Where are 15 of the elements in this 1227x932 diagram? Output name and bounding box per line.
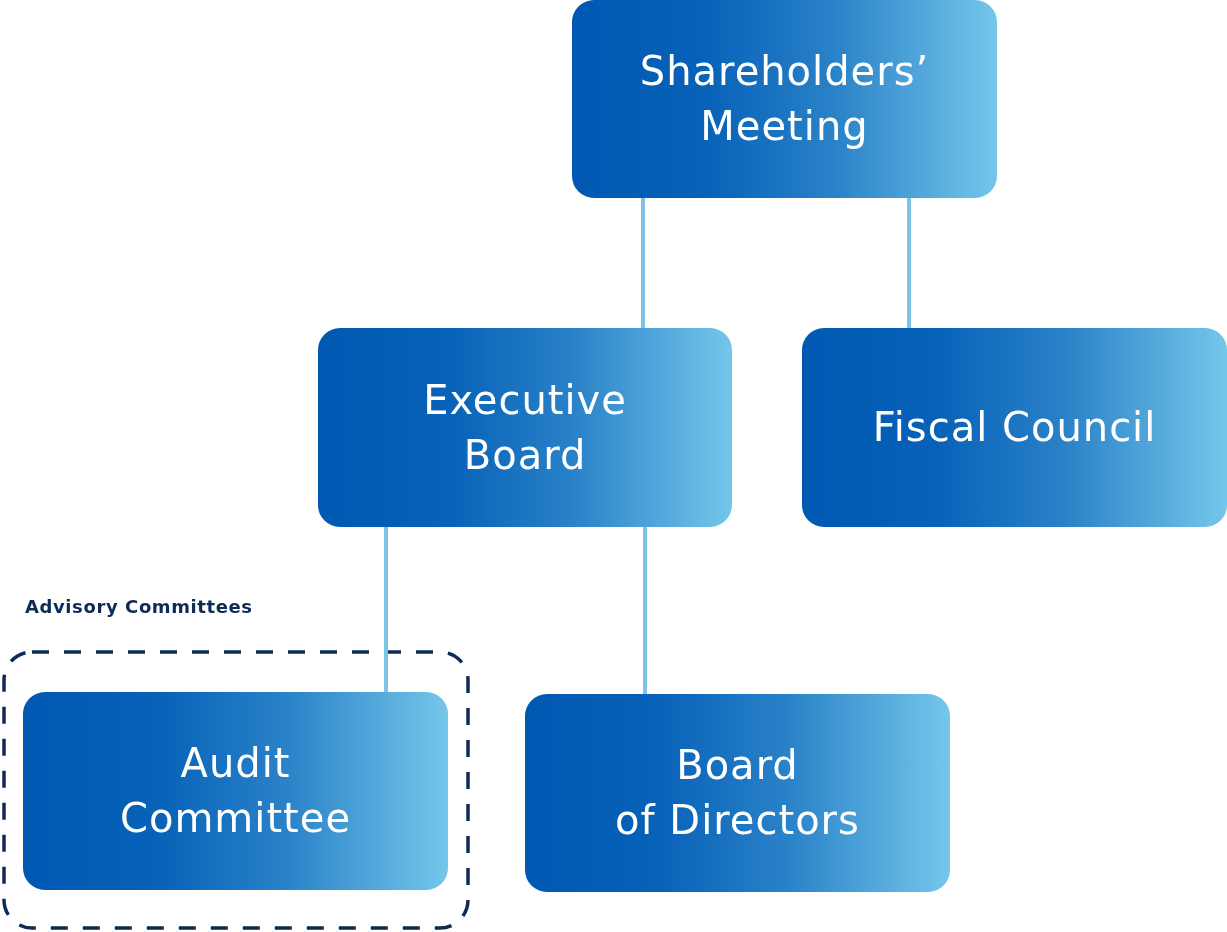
connector-line bbox=[643, 527, 647, 694]
unit-name: Shareholders’ Meeting bbox=[639, 47, 930, 151]
group-heading: Advisory Committees bbox=[25, 596, 253, 618]
org-unit-box bbox=[318, 328, 732, 527]
org-unit-box bbox=[572, 0, 997, 198]
unit-name: Board of Directors bbox=[615, 741, 860, 845]
org-unit-box bbox=[23, 692, 448, 890]
connector-line bbox=[641, 198, 645, 328]
unit-name: Audit Committee bbox=[120, 739, 351, 843]
unit-name: Executive Board bbox=[423, 375, 627, 480]
connector-line bbox=[384, 527, 388, 692]
org-unit-box bbox=[802, 328, 1227, 527]
connector-line bbox=[907, 198, 911, 328]
unit-name: Fiscal Council bbox=[872, 403, 1157, 452]
org-unit-box bbox=[525, 694, 950, 892]
